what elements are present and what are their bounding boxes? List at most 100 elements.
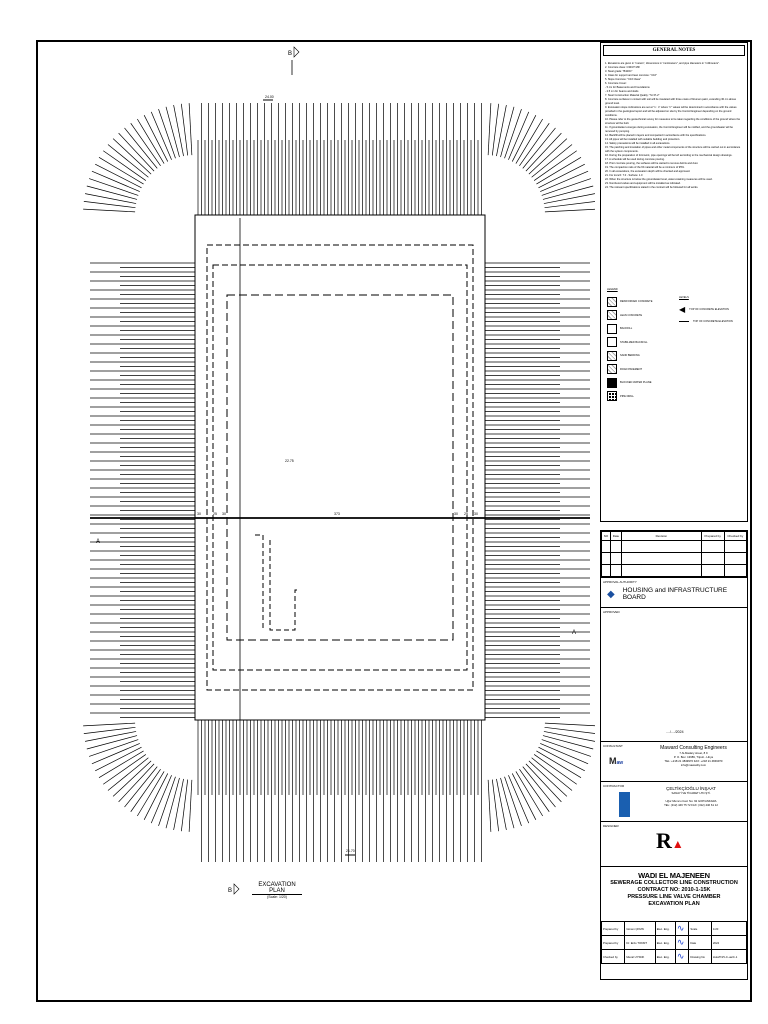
hatch-line: [107, 144, 149, 178]
levels-legend: LEVELS ◀TOP OF CONCRETE ELEVATION TOP OF…: [679, 296, 733, 323]
svg-text:30: 30: [222, 512, 226, 516]
hatch-line: [500, 106, 515, 158]
hatch-line: [112, 138, 152, 175]
hatch-line: [533, 150, 577, 181]
hatch-line: [538, 746, 585, 772]
plan-outline: [90, 60, 590, 856]
hatch-line: [137, 118, 165, 164]
note-item: 23. Numbered valves and equipment will b…: [605, 182, 681, 185]
hatch-line: [124, 127, 158, 169]
note-item: 3. Steel grade: "B420C": [605, 70, 633, 73]
section-b-top: B: [288, 51, 292, 57]
approval-authority: APPROVAL AUTHORITY ◆HOUSING and INFRASTR…: [601, 577, 747, 607]
foundation-outline: [212, 264, 468, 671]
hatch-line: [98, 157, 144, 185]
notes-title: GENERAL NOTES: [603, 45, 745, 56]
swatch-backfill: [607, 323, 617, 334]
note-item: 19. The compaction ratio of the fill mat…: [605, 166, 685, 169]
hatch-line: [525, 763, 562, 803]
excavation-boundary: [194, 214, 486, 721]
note-item: 9. Excavation slope inclinations are set…: [605, 106, 737, 117]
plan-title: EXCAVATION PLAN (Scale: 1/20): [252, 882, 302, 899]
hatch-line: [103, 150, 147, 181]
signature-icon: ∿: [674, 935, 690, 950]
hatch-line: [130, 123, 161, 167]
signature-icon: ∿: [674, 921, 690, 936]
hatch-line: [525, 132, 562, 172]
hatch-line: [544, 726, 595, 734]
plan-title-text: EXCAVATION PLAN: [252, 882, 302, 895]
swatch-blocked-water-plane: [607, 377, 617, 388]
hatch-line: [504, 776, 522, 827]
consultant-box: CONSULTANT Maw Maward Consulting Enginee…: [601, 741, 747, 781]
note-item: - 5 cm for Basements and Foundations: [605, 86, 650, 89]
svg-text:24.00: 24.00: [265, 95, 274, 99]
hatch-line: [543, 193, 595, 204]
section-markers: B B A A: [96, 46, 576, 895]
hatch-line: [511, 773, 537, 820]
pipe-outline: [255, 534, 300, 631]
consultant-logo-icon: Maw: [609, 756, 624, 766]
note-item: 12. Backfill will be placed in layers an…: [605, 134, 707, 137]
authority-name: HOUSING and INFRASTRUCTURE BOARD: [622, 587, 728, 601]
hatch-line: [542, 185, 594, 200]
hatch-line: [107, 757, 149, 791]
swatch-sand-bedding: [607, 350, 617, 361]
swatch-road-pavement: [607, 364, 617, 375]
note-item: 18. Prior concrete pouring, the surfaces…: [605, 162, 699, 165]
hatch-line: [491, 779, 499, 832]
note-item: - 2.5 cm for beams and slabs: [605, 90, 639, 93]
hatch-line: [538, 163, 585, 189]
project-title: WADI EL MAJENEEN SEWERAGE COLLECTOR LINE…: [601, 866, 747, 921]
note-item: 5. Slope Concrete: "C16 Class": [605, 78, 642, 81]
hatch-line: [496, 104, 507, 157]
note-item: 20. In all excavations, the excavation d…: [605, 170, 691, 173]
hatch-line: [150, 111, 172, 160]
level-arrow-icon: ◀: [679, 305, 686, 314]
hatch-line: [150, 775, 172, 824]
hatch-line: [86, 185, 138, 200]
hib-logo-icon: ◆: [607, 588, 615, 600]
hatch-line: [508, 111, 530, 160]
hatch-line: [173, 778, 184, 831]
hatch-line: [95, 746, 142, 772]
hatch-line: [188, 103, 193, 156]
swatch-pipe-drill: [607, 391, 617, 402]
hatch-line: [83, 208, 136, 213]
approval-date: ..../..../2024: [666, 730, 684, 734]
hatch-line: [98, 750, 144, 778]
hatch-line: [118, 132, 155, 172]
hatch-line: [173, 104, 184, 157]
hatch-line: [487, 779, 492, 832]
hatch-line: [143, 115, 169, 162]
hatch-line: [496, 778, 507, 831]
legend-title: LEGEND: [607, 288, 618, 291]
hatch-line: [84, 731, 137, 742]
hatch-line: [91, 743, 140, 765]
hatch-line: [536, 750, 582, 778]
hatch-line: [487, 103, 492, 156]
hatch-line: [500, 777, 515, 829]
hatch-line: [540, 170, 589, 192]
hatch-line: [531, 144, 573, 178]
svg-text:30: 30: [197, 512, 201, 516]
lean-concrete-outline: [206, 244, 474, 691]
signature-icon: ∿: [674, 949, 690, 964]
note-item: 1. Elevations are given in "meters", dim…: [605, 62, 720, 65]
hatch-line: [522, 127, 556, 169]
svg-text:30: 30: [474, 512, 478, 516]
hatch-line: [83, 201, 136, 209]
note-item: 16. During the preparation of formwork, …: [605, 154, 733, 157]
hatch-line: [519, 123, 550, 167]
section-b-bottom: B: [228, 888, 232, 894]
plan-scale: (Scale: 1/20): [267, 895, 287, 899]
svg-text:30: 30: [454, 512, 458, 516]
approved-box: APPROVED ..../..../2024: [601, 607, 747, 741]
hatch-line: [84, 193, 137, 204]
